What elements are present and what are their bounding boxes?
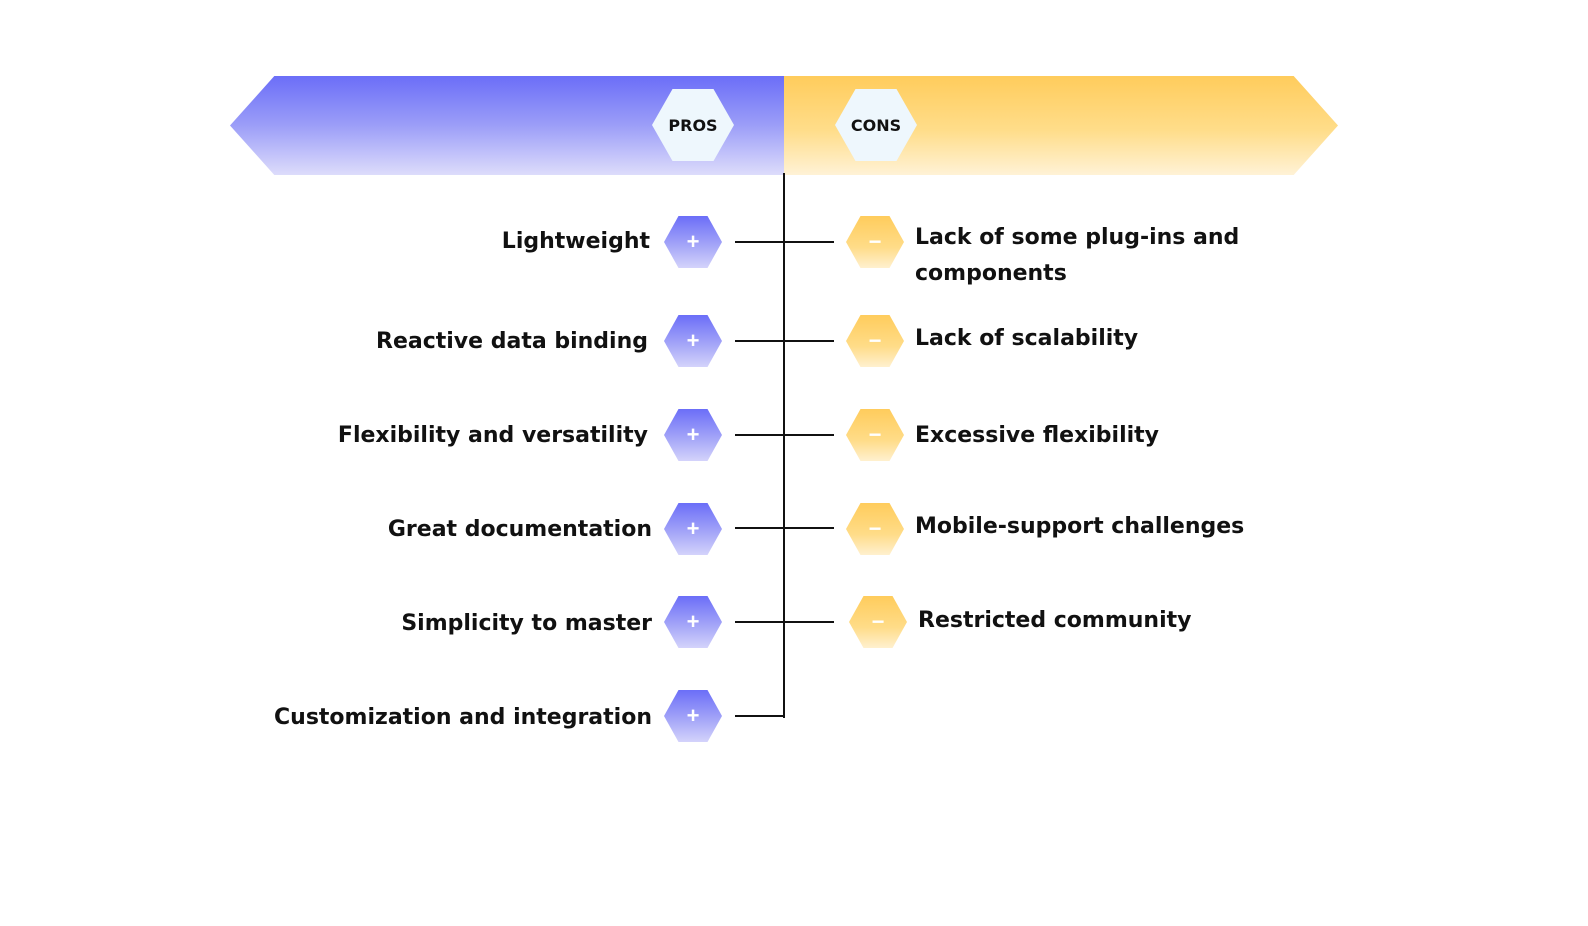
plus-icon: + [664, 216, 722, 268]
pros-connector-line [735, 621, 785, 623]
pros-connector-line [735, 715, 785, 717]
pros-connector-line [735, 527, 785, 529]
cons-connector-line [784, 527, 834, 529]
plus-icon: + [664, 315, 722, 367]
pros-item-label: Lightweight [501, 229, 650, 254]
pros-connector-line [735, 340, 785, 342]
plus-icon: + [664, 409, 722, 461]
cons-item-label: Lack of some plug-ins and components [915, 225, 1240, 286]
pros-connector-line [735, 241, 785, 243]
pros-item-label: Great documentation [387, 517, 652, 542]
pros-item-label: Flexibility and versatility [337, 423, 648, 448]
cons-connector-line [784, 621, 834, 623]
minus-icon: − [846, 216, 904, 268]
pros-connector-line [735, 434, 785, 436]
pros-item-label: Simplicity to master [401, 611, 652, 636]
cons-item-label: Lack of scalability [915, 326, 1139, 351]
pros-item-label: Customization and integration [274, 705, 652, 730]
plus-icon: + [664, 596, 722, 648]
cons-connector-line [784, 340, 834, 342]
plus-icon: + [664, 503, 722, 555]
center-divider-line [783, 173, 785, 718]
pros-header-tag: PROS [652, 89, 734, 161]
cons-item-label: Excessive flexibility [915, 423, 1160, 448]
pros-item-label: Reactive data binding [376, 329, 648, 354]
minus-icon: − [849, 596, 907, 648]
cons-header-tag: CONS [835, 89, 917, 161]
minus-icon: − [846, 503, 904, 555]
minus-icon: − [846, 409, 904, 461]
cons-item-label: Restricted community [918, 608, 1192, 633]
cons-connector-line [784, 241, 834, 243]
cons-item-label: Mobile-support challenges [915, 514, 1245, 539]
plus-icon: + [664, 690, 722, 742]
cons-connector-line [784, 434, 834, 436]
minus-icon: − [846, 315, 904, 367]
